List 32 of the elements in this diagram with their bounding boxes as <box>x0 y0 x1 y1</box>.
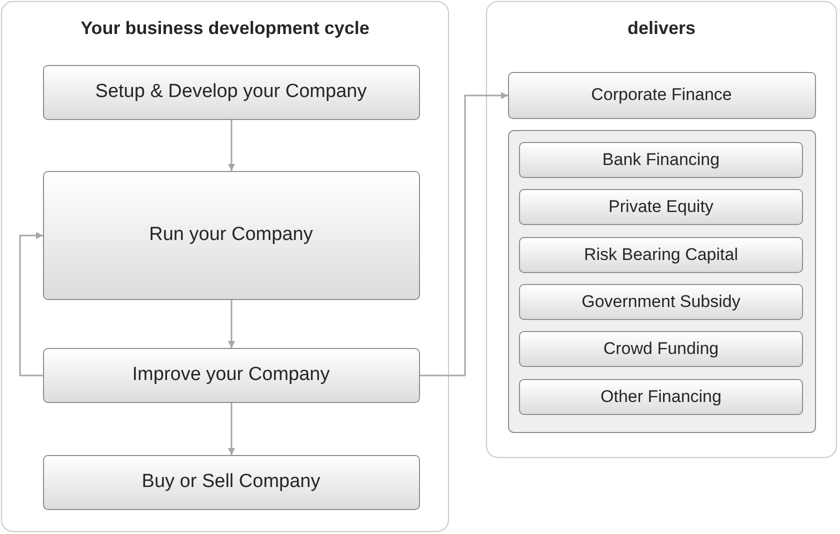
process-box <box>519 189 803 225</box>
box-label: Setup & Develop your Company <box>95 81 367 103</box>
process-box <box>42 64 420 120</box>
arrow <box>420 92 508 376</box>
process-box <box>42 170 420 300</box>
process-box <box>42 454 420 510</box>
box-label: Corporate Finance <box>591 85 732 105</box>
process-box <box>519 379 803 415</box>
process-box <box>519 237 803 273</box>
box-label: Bank Financing <box>602 150 720 170</box>
arrow <box>228 403 235 455</box>
box-label: Buy or Sell Company <box>142 471 320 493</box>
process-box <box>519 142 803 178</box>
process-box <box>42 348 420 402</box>
arrow <box>228 300 235 348</box>
box-label: Government Subsidy <box>582 292 740 312</box>
box-label: Improve your Company <box>132 364 330 386</box>
process-box <box>519 331 803 367</box>
panel-heading: Your business development cycle <box>80 18 370 39</box>
panel-heading: delivers <box>626 18 697 39</box>
box-label: Other Financing <box>600 387 722 407</box>
box-label: Risk Bearing Capital <box>584 245 738 265</box>
group-box <box>508 130 816 432</box>
process-box <box>508 72 816 118</box>
box-label: Private Equity <box>608 197 714 217</box>
box-label: Crowd Funding <box>603 339 719 359</box>
panel <box>1 1 449 532</box>
box-label: Run your Company <box>149 224 313 246</box>
process-box <box>519 284 803 320</box>
panel <box>486 1 837 458</box>
arrow <box>19 232 43 376</box>
arrow <box>228 120 235 171</box>
